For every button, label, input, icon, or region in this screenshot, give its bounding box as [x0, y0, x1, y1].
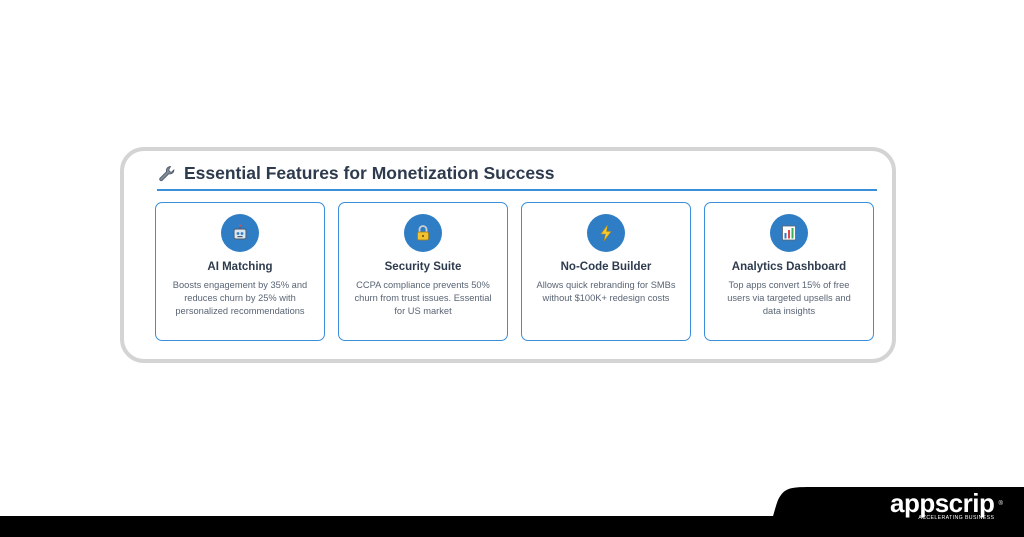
feature-card-analytics-dashboard: Analytics Dashboard Top apps convert 15%… [704, 202, 874, 341]
logo-tagline: ACCELERATING BUSINESS [918, 515, 995, 521]
features-panel: Essential Features for Monetization Succ… [120, 147, 896, 363]
card-description: Top apps convert 15% of free users via t… [727, 280, 851, 316]
registered-mark: ® [998, 501, 1003, 507]
panel-title: Essential Features for Monetization Succ… [158, 163, 555, 184]
footer-bar [0, 516, 1024, 537]
card-description: Boosts engagement by 35% and reduces chu… [172, 280, 308, 316]
card-description: Allows quick rebranding for SMBs without… [536, 280, 676, 303]
lock-icon [404, 214, 442, 252]
robot-icon [221, 214, 259, 252]
card-description: CCPA compliance prevents 50% churn from … [354, 280, 492, 316]
bar-chart-icon [770, 214, 808, 252]
card-title: No-Code Builder [560, 261, 652, 273]
panel-title-text: Essential Features for Monetization Succ… [184, 163, 555, 183]
lightning-icon [587, 214, 625, 252]
card-title: Security Suite [384, 261, 462, 273]
appscrip-logo[interactable]: appscrip ® ACCELERATING BUSINESS [890, 488, 1003, 521]
wrench-icon [158, 165, 176, 183]
logo-wordmark: appscrip ® [890, 488, 1003, 518]
card-title: Analytics Dashboard [731, 261, 847, 273]
feature-card-no-code-builder: No-Code Builder Allows quick rebranding … [521, 202, 691, 341]
card-title: AI Matching [207, 261, 273, 273]
feature-card-security-suite: Security Suite CCPA compliance prevents … [338, 202, 508, 341]
title-divider [157, 189, 877, 191]
feature-card-ai-matching: AI Matching Boosts engagement by 35% and… [155, 202, 325, 341]
